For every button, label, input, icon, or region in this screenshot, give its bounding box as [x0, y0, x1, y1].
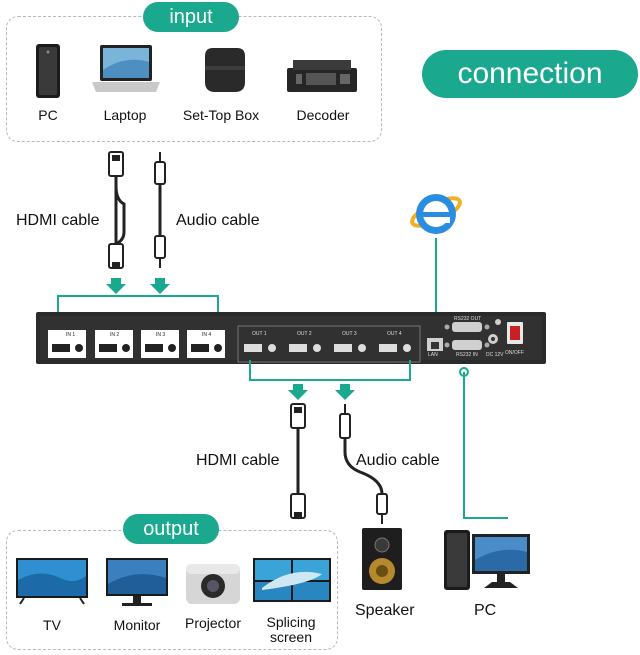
rs232-in-label: RS232 IN — [456, 352, 478, 358]
output-audio-cable-label: Audio cable — [356, 452, 440, 469]
laptop-icon — [92, 45, 160, 92]
dc-label: DC 12V — [486, 352, 504, 358]
in3-label: IN 3 — [156, 332, 166, 338]
output-device-label-monitor: Monitor — [113, 617, 161, 633]
input-device-label-set-top-box: Set-Top Box — [182, 107, 260, 123]
in4-label: IN 4 — [202, 332, 212, 338]
input-bracket-line — [57, 295, 219, 320]
input-audio-cable-icon — [154, 152, 166, 268]
speaker-icon — [362, 528, 402, 590]
output-arrow-icons — [288, 384, 355, 400]
browser-icon — [410, 194, 462, 234]
splicing-screen-icon — [253, 558, 331, 602]
lan-label: LAN — [428, 352, 438, 358]
decoder-icon — [287, 60, 357, 92]
in1-label: IN 1 — [66, 332, 76, 338]
output-audio-cable-icon — [339, 404, 388, 524]
input-title: input — [143, 2, 239, 32]
speaker-label: Speaker — [355, 602, 415, 619]
pc-monitor-icon — [444, 530, 530, 590]
output-hdmi-cable-label: HDMI cable — [196, 452, 280, 469]
out1-label: OUT 1 — [252, 331, 267, 337]
out4-label: OUT 4 — [387, 331, 402, 337]
pc-connection-line — [463, 372, 508, 519]
out3-label: OUT 3 — [342, 331, 357, 337]
pc-tower-icon — [36, 44, 60, 98]
power-label: ON/OFF — [505, 350, 524, 356]
output-device-label-projector: Projector — [184, 615, 242, 631]
tv-icon — [16, 558, 88, 605]
output-title: output — [123, 514, 219, 544]
input-device-label-pc: PC — [38, 107, 58, 123]
monitor-icon — [106, 558, 168, 606]
input-device-label-decoder: Decoder — [296, 107, 350, 123]
output-bracket-line — [249, 360, 411, 381]
set-top-box-icon — [205, 48, 245, 92]
rs232-out-label: RS232 OUT — [454, 316, 482, 322]
input-arrow-icons — [106, 278, 170, 294]
pc-label: PC — [474, 602, 497, 619]
connection-badge: connection — [422, 50, 638, 98]
output-device-label-tv: TV — [43, 617, 61, 633]
in2-label: IN 2 — [110, 332, 120, 338]
output-device-label-splicing-screen: Splicing screen — [266, 614, 316, 645]
input-device-label-laptop: Laptop — [103, 107, 147, 123]
input-hdmi-ports — [48, 330, 225, 358]
input-audio-cable-label: Audio cable — [176, 212, 260, 229]
output-hdmi-ports — [244, 344, 411, 352]
output-hdmi-cable-icon — [290, 403, 306, 519]
input-hdmi-cable-icon — [108, 151, 126, 269]
out2-label: OUT 2 — [297, 331, 312, 337]
input-hdmi-cable-label: HDMI cable — [16, 212, 100, 229]
projector-icon — [186, 564, 240, 604]
